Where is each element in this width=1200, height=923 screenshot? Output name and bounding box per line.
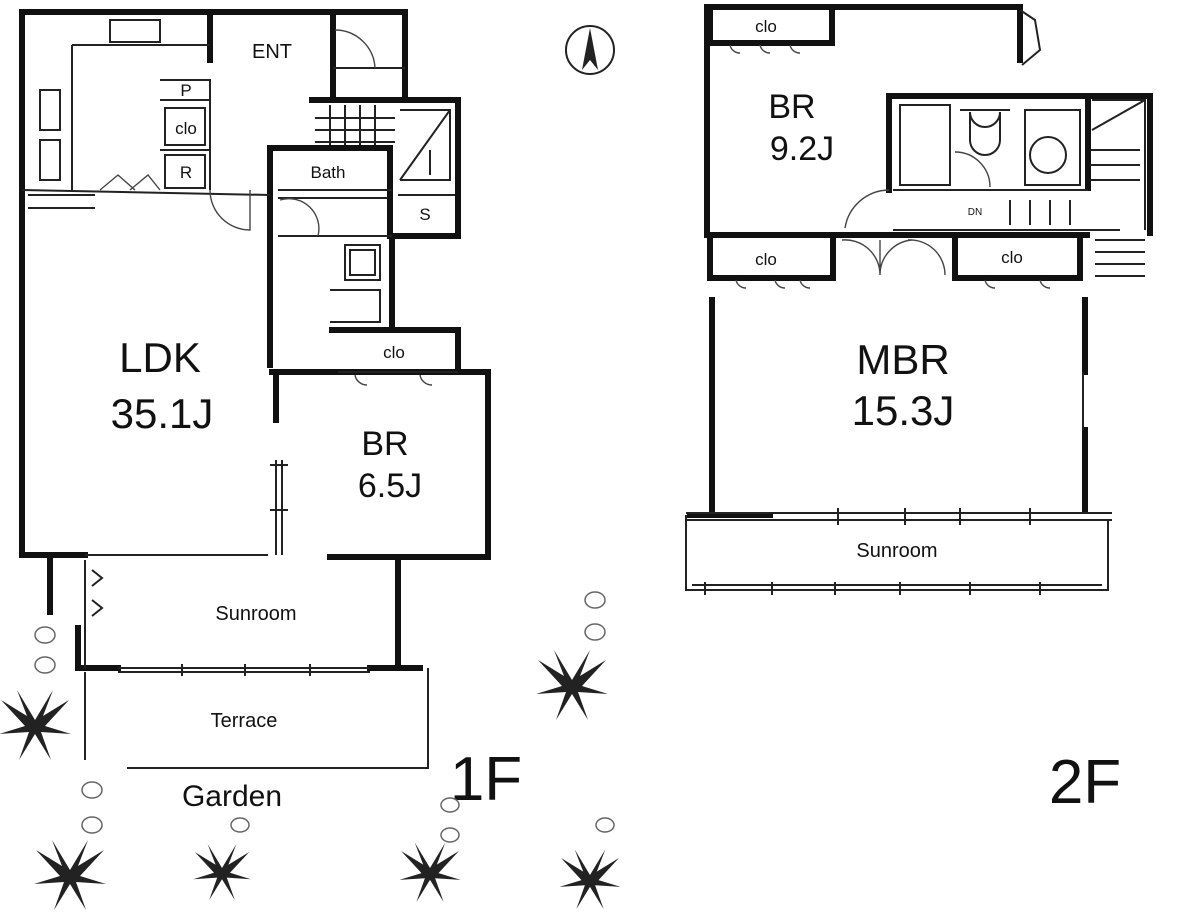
swing-2f-clo (729, 44, 1051, 289)
room-label-closet-top: clo (755, 17, 777, 36)
room-label-storage: S (419, 205, 430, 224)
tree-icon (536, 650, 608, 720)
hall-2f-dn (893, 189, 1120, 231)
door-1f-ent (334, 29, 376, 69)
sunroom-2f (685, 508, 1112, 595)
room-label-sunroom-1f: Sunroom (215, 603, 296, 625)
door-1f-bath (279, 197, 320, 237)
wall-1f-bath (267, 145, 393, 368)
room-label-closet-left: clo (755, 250, 777, 269)
line-2f-bay (1019, 9, 1042, 66)
room-size-br-2f: 9.2J (770, 130, 834, 168)
door-1f-ldk (209, 189, 251, 231)
room-label-closet-right: clo (1001, 248, 1023, 267)
wall-2f-clo-left (707, 232, 836, 281)
tree-icon (0, 690, 71, 760)
wall-1f-br (269, 369, 491, 560)
door-2f-br (844, 189, 890, 229)
line-1f-bath-tub (278, 189, 392, 237)
stairs-1f (315, 105, 451, 181)
door-1f-br-swing (354, 374, 433, 386)
wall-1f-stair-block (309, 97, 461, 239)
room-label-mbr: MBR (856, 336, 949, 383)
floor-1-plan: ENT LDK 35.1J Bath S clo clo P R BR 6.5J… (19, 9, 522, 814)
room-label-ent: ENT (252, 41, 292, 63)
room-label-closet-kitchen: clo (175, 119, 197, 138)
tree-icon (34, 840, 106, 910)
line-1f-kitchen-counter (28, 44, 210, 209)
room-label-terrace: Terrace (211, 710, 278, 732)
room-label-bath: Bath (311, 163, 346, 182)
floor-2-plan: clo BR 9.2J DN clo clo MBR 15.3J Sunroom… (685, 4, 1153, 817)
floor-label-2f: 2F (1049, 748, 1121, 817)
room-label-ldk: LDK (119, 334, 201, 381)
room-label-br-2f: BR (768, 88, 815, 126)
room-label-pantry: P (180, 81, 191, 100)
room-label-sunroom-2f: Sunroom (856, 540, 937, 562)
room-label-br-1f: BR (361, 425, 408, 463)
garden-decoration (0, 591, 621, 910)
door-2f-bath (954, 151, 991, 188)
line-1f-kitchen-back (21, 189, 271, 196)
room-label-closet-1f: clo (383, 343, 405, 362)
north-arrow-icon (565, 25, 615, 75)
tree-icon (399, 842, 461, 902)
window-1f-br-west (270, 460, 288, 555)
wall-1f-clo (329, 327, 461, 375)
stairs-2f (1090, 99, 1146, 277)
kitchen-appliance (39, 19, 161, 181)
door-1f-kitchen (99, 174, 161, 191)
wall-1f-sunroom-west (47, 557, 121, 671)
toilet-1f (330, 244, 381, 323)
room-size-mbr: 15.3J (852, 387, 955, 434)
floor-label-1f: 1F (450, 745, 522, 814)
terrace-outline (84, 668, 429, 769)
door-2f-hall (841, 239, 946, 276)
wall-2f-clo-right (952, 232, 1083, 281)
wall-2f-bath-block (886, 93, 1153, 236)
area-label-garden: Garden (182, 780, 282, 813)
fixture-2f-bath (899, 104, 1081, 186)
line-1f-pantry (160, 79, 211, 190)
wall-2f-clo-top (707, 4, 835, 46)
room-size-ldk: 35.1J (111, 390, 214, 437)
room-label-fridge: R (180, 163, 192, 182)
window-1f-sunroom (118, 664, 370, 676)
stairs-label-dn: DN (968, 207, 982, 218)
door-1f-sunroom-west (84, 560, 104, 668)
room-size-br-1f: 6.5J (358, 467, 422, 505)
tree-icon (193, 844, 251, 900)
tree-icon (559, 849, 621, 909)
stepping-stones (34, 591, 615, 843)
